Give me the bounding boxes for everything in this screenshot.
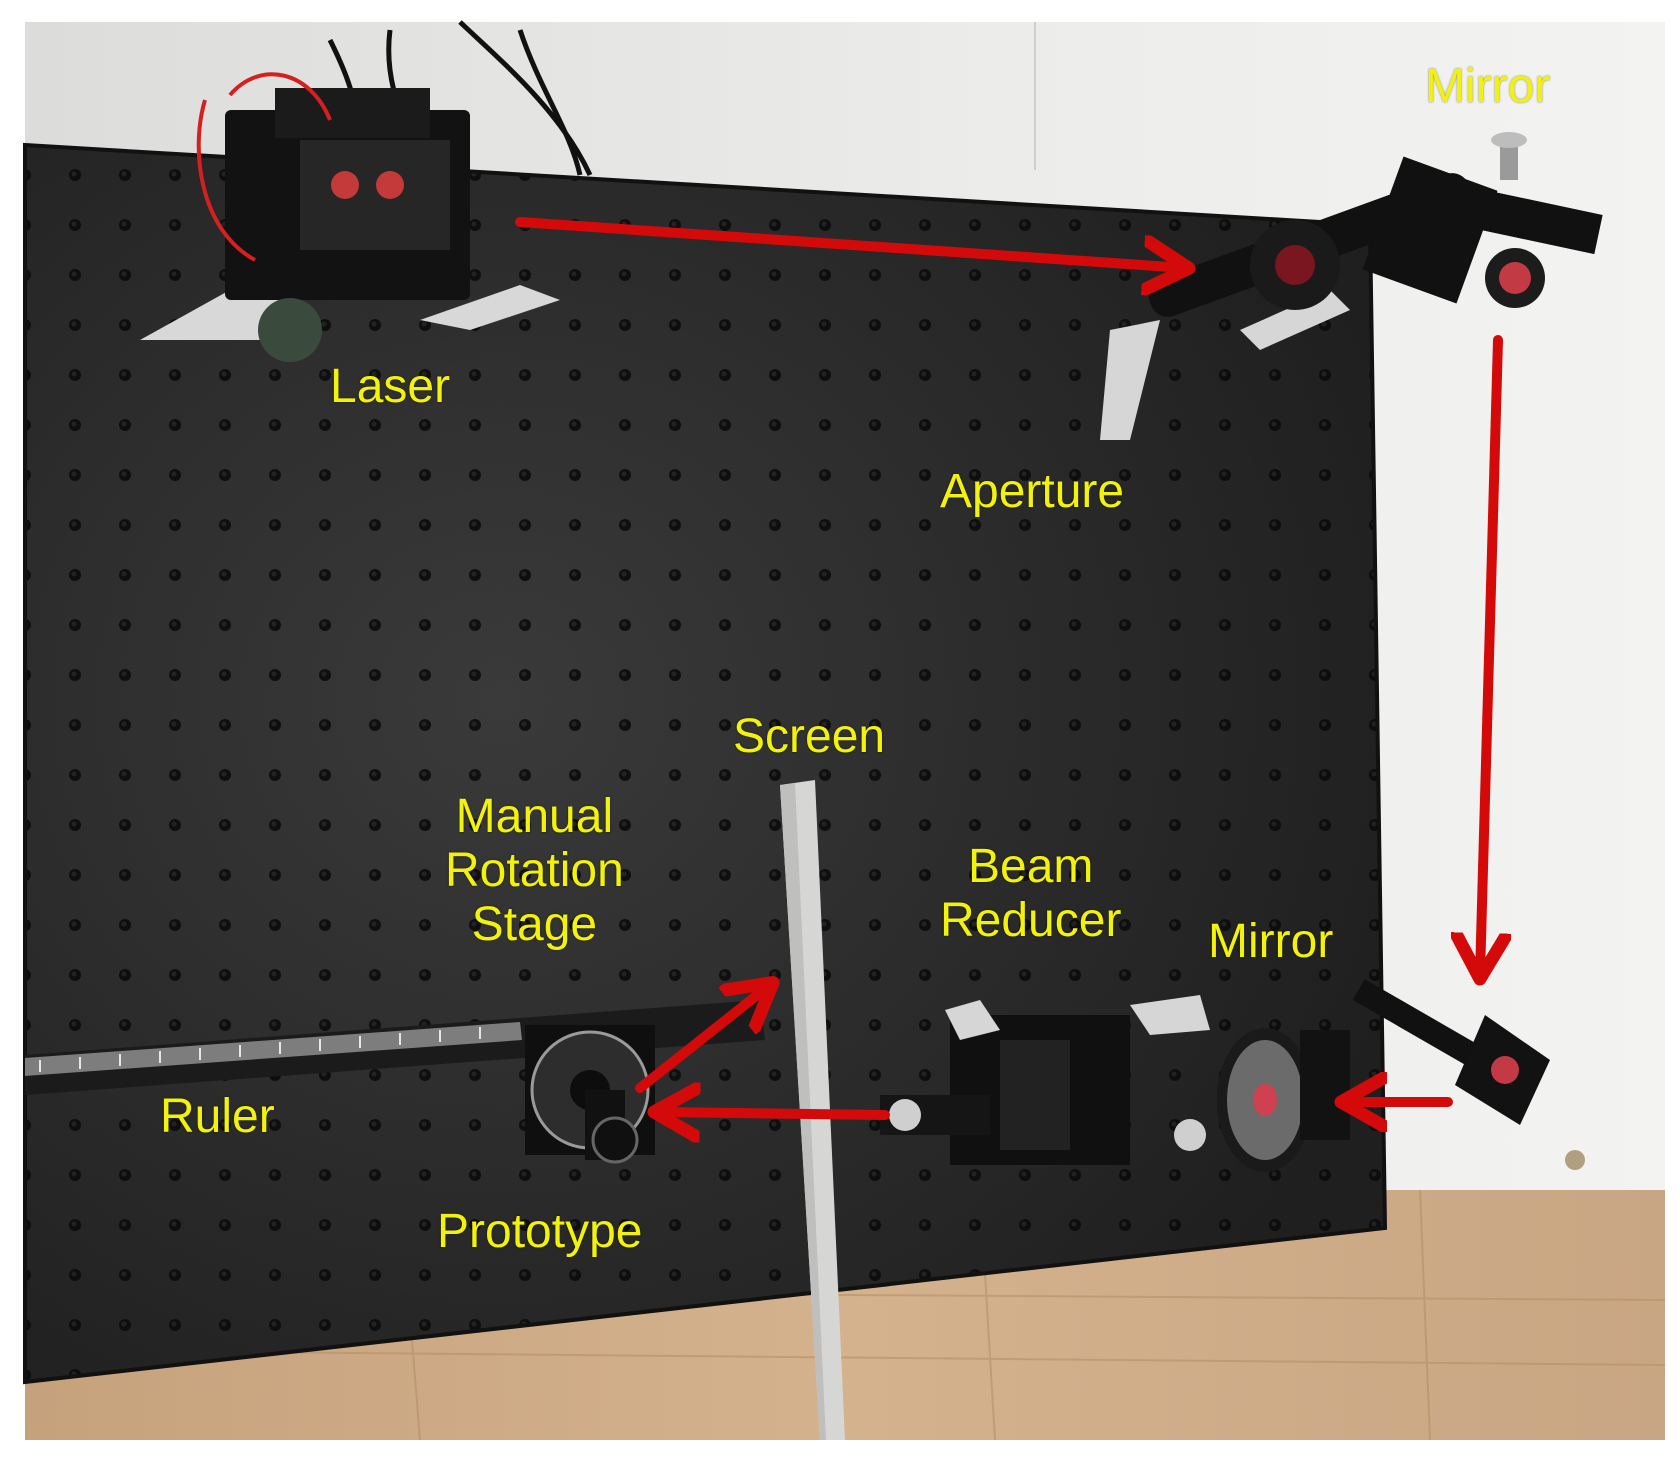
label-mirror-top: Mirror bbox=[1425, 60, 1551, 113]
laser-module bbox=[140, 72, 560, 362]
label-beam-reducer: Beam Reducer bbox=[940, 840, 1122, 947]
beam-arrow-laser-to-aperture bbox=[515, 217, 1185, 268]
top-mirror bbox=[1362, 132, 1603, 308]
manual-rotation-stage bbox=[525, 1025, 655, 1164]
beam-arrow-to-prototype bbox=[658, 1112, 890, 1115]
label-prototype: Prototype bbox=[437, 1205, 643, 1258]
ruler bbox=[25, 1000, 765, 1095]
beam-arrow-prototype-to-screen bbox=[635, 985, 770, 1093]
label-ruler: Ruler bbox=[160, 1090, 275, 1143]
beam-arrow-mirror-down bbox=[1480, 335, 1498, 975]
label-aperture: Aperture bbox=[940, 465, 1125, 518]
beam-reducer bbox=[880, 995, 1210, 1165]
label-manual-rotation-stage: Manual Rotation Stage bbox=[445, 790, 624, 951]
lower-right-mirror bbox=[1352, 979, 1585, 1170]
label-laser: Laser bbox=[330, 360, 451, 413]
label-screen: Screen bbox=[733, 710, 886, 763]
label-mirror-bottom: Mirror bbox=[1208, 915, 1334, 968]
beam-path-arrows bbox=[515, 217, 1498, 1115]
